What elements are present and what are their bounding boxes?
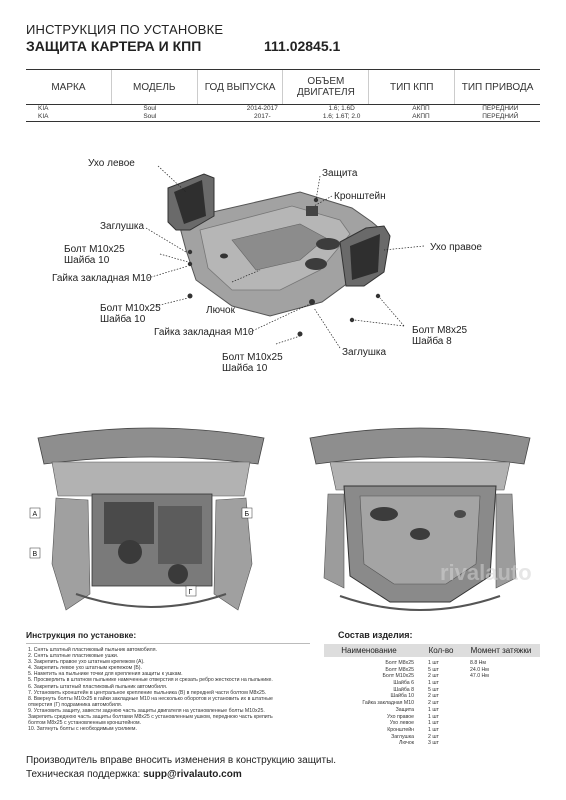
list-item: 9. Установить защиту, завести заднюю час… <box>28 707 265 714</box>
callout-bolt-2: Болт M10x25 Шайба 10 <box>100 303 161 325</box>
svg-text:rivalauto: rivalauto <box>440 560 532 585</box>
list-item: Закрепить среднюю часть защиты болтами M… <box>28 714 273 721</box>
article-number: 111.02845.1 <box>264 38 341 54</box>
list-item: 7. Установить кронштейн в центральное кр… <box>28 689 267 696</box>
table-row: KIA Soul 2017- 1.6; 1.6T; 2.0 АКПП ПЕРЕД… <box>38 113 519 120</box>
instructions-title: Инструкция по установке: <box>26 630 137 640</box>
list-item: 6. Закрепить штатный пластиковый пыльник… <box>28 683 168 690</box>
bracket <box>306 206 318 216</box>
spec-table-header: МАРКА МОДЕЛЬ ГОД ВЫПУСКА ОБЪЕМ ДВИГАТЕЛЯ… <box>26 70 540 105</box>
callout-bolt-4: Болт M10x25 Шайба 10 <box>222 352 283 374</box>
list-item: 4. Закрепить левое ухо штатным крепежом … <box>28 665 142 672</box>
photo-label-g: Г <box>189 589 193 596</box>
disclaimer-text: Производитель вправе вносить изменения в… <box>26 755 337 766</box>
support-email-link[interactable]: supp@rivalauto.com <box>143 769 242 780</box>
col-brand: МАРКА <box>51 81 86 93</box>
photo-after-install: rivalauto <box>300 424 540 624</box>
callout-plug-2: Заглушка <box>342 347 387 358</box>
components-header: Наименование Кол-во Момент затяжки <box>324 644 540 657</box>
col-drive: ТИП ПРИВОДА <box>454 70 540 104</box>
doc-title-line1: ИНСТРУКЦИЯ ПО УСТАНОВКЕ <box>26 22 224 37</box>
table-row: KIA Soul 2014-2017 1.6; 1.6D АКПП ПЕРЕДН… <box>38 105 519 112</box>
photo-before-install: A Б В Г <box>26 424 276 624</box>
callout-ear-right: Ухо правое <box>430 242 482 253</box>
instructions-list: 1. Снять штатный пластиковый пыльник авт… <box>26 643 310 745</box>
list-item: 10. Затянуть болты с необходимым усилием… <box>28 726 137 733</box>
list-item: 1. Снять штатный пластиковый пыльник авт… <box>28 647 157 653</box>
exploded-diagram <box>145 165 425 349</box>
list-item: 5. Наметить на пыльнике точки для крепле… <box>28 671 183 678</box>
callout-ear-left: Ухо левое <box>88 158 135 169</box>
list-item: 2. Снять штатные пластиковые ушки. <box>28 653 119 660</box>
photo-label-b: Б <box>245 511 250 518</box>
spec-table: МАРКА МОДЕЛЬ ГОД ВЫПУСКА ОБЪЕМ ДВИГАТЕЛЯ… <box>26 69 540 121</box>
callout-nut-2: Гайка закладная M10 <box>154 327 254 338</box>
callout-guard: Защита <box>322 168 358 179</box>
col-model: МОДЕЛЬ <box>110 70 197 104</box>
callout-bracket: Кронштейн <box>334 191 386 202</box>
callout-nut-1: Гайка закладная M10 <box>52 273 152 284</box>
col-gearbox: ТИП КПП <box>368 70 454 104</box>
col-engine: ОБЪЕМ ДВИГАТЕЛЯ <box>282 70 368 104</box>
list-item: 5. Просверлить в штатном пыльнике намече… <box>28 677 273 684</box>
callout-bolt-3: Болт M8x25 Шайба 8 <box>412 325 468 347</box>
list-item: 8. Ввернуть болты M10x25 в гайки закладн… <box>28 695 273 702</box>
components-title: Состав изделия: <box>338 630 413 640</box>
list-item: отверстия (Г) подрамника автомобиля. <box>28 701 123 708</box>
photo-label-v: В <box>33 551 38 558</box>
callout-bolt-1: Болт M10x25 Шайба 10 <box>64 244 125 266</box>
col-year: ГОД ВЫПУСКА <box>196 70 283 104</box>
doc-title-line2: ЗАЩИТА КАРТЕРА И КПП <box>26 38 202 54</box>
callout-plug-1: Заглушка <box>100 221 145 232</box>
list-item: болтом M8x25 с установленным кронштейном… <box>28 720 142 727</box>
table-divider <box>26 121 540 122</box>
support-label: Техническая поддержка: <box>26 769 141 780</box>
components-table: Наименование Кол-во Момент затяжки Болт … <box>324 644 540 747</box>
photo-label-a: A <box>33 511 38 518</box>
callout-hatch: Лючок <box>206 305 235 316</box>
list-item: 3. Закрепить правое ухо штатным крепежом… <box>28 659 145 666</box>
support-line: Техническая поддержка: supp@rivalauto.co… <box>26 769 242 780</box>
